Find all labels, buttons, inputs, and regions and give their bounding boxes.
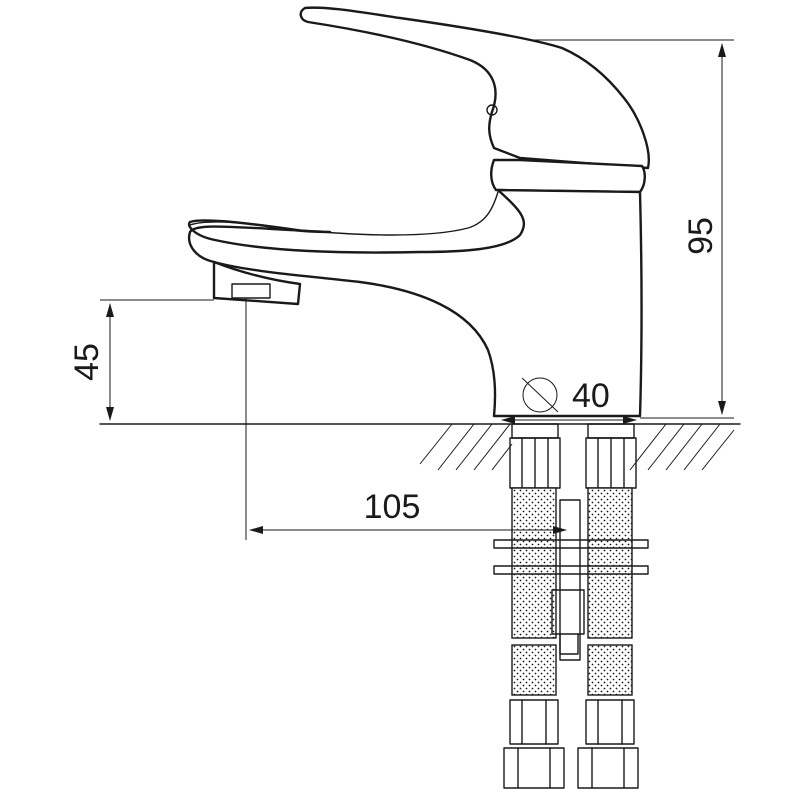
lever-pivot	[486, 104, 498, 116]
dimension-label-40: 40	[572, 377, 610, 415]
aerator	[212, 260, 302, 306]
dimension-spout-height-45: 45	[68, 299, 214, 421]
body-and-spout	[187, 188, 643, 418]
countertop-hatch	[419, 423, 735, 471]
lever-handle	[299, 6, 650, 170]
left-hose	[503, 423, 565, 789]
aerator-slot	[231, 283, 271, 299]
dimension-reach-105: 105	[245, 298, 567, 540]
right-hose	[577, 423, 639, 789]
supply-hoses	[493, 423, 649, 789]
spout-top-line	[189, 191, 499, 236]
faucet-body	[187, 6, 650, 418]
dimension-label-45: 45	[68, 343, 106, 381]
dimension-label-95: 95	[682, 217, 720, 255]
countertop	[99, 423, 741, 471]
cartridge-cap	[490, 158, 646, 194]
dimension-diameter-40: 40	[501, 377, 637, 424]
diameter-symbol-icon	[521, 377, 559, 413]
dimension-label-105: 105	[364, 488, 421, 526]
dimension-height-95: 95	[530, 39, 734, 419]
mounting-stud	[493, 499, 649, 661]
